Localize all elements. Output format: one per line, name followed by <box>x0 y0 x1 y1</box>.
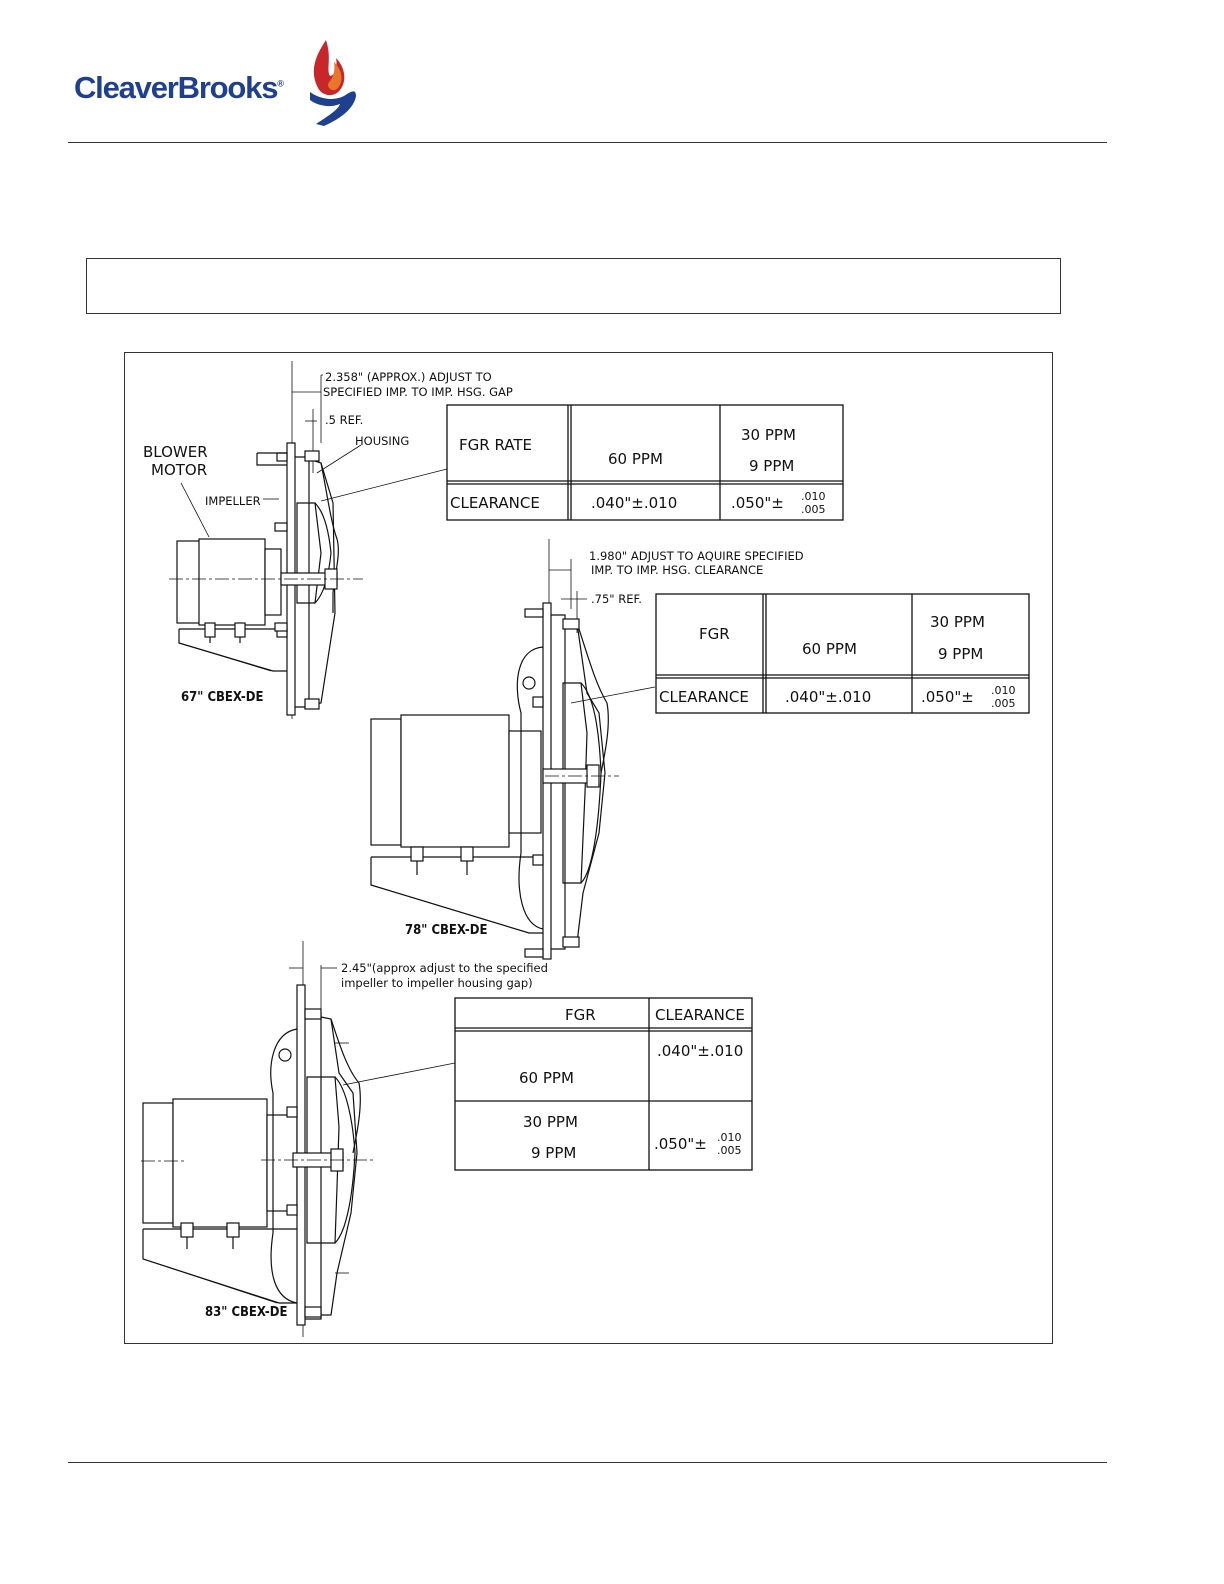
svg-text:67" CBEX-DE: 67" CBEX-DE <box>181 690 263 705</box>
svg-text:.005: .005 <box>991 697 1016 710</box>
svg-text:1.980" ADJUST TO AQUIRE SPECIF: 1.980" ADJUST TO AQUIRE SPECIFIED <box>589 549 804 563</box>
clearance-table-83: FGR CLEARANCE 60 PPM .040"±.010 30 PPM 9… <box>454 997 753 1171</box>
svg-text:BLOWER: BLOWER <box>143 443 208 461</box>
svg-text:FGR: FGR <box>699 625 730 643</box>
impeller-drawings: 2.358" (APPROX.) ADJUST TO SPECIFIED IMP… <box>141 361 1030 1337</box>
svg-text:.040"±.010: .040"±.010 <box>591 494 677 512</box>
clearance-table-78: FGR 60 PPM 30 PPM 9 PPM CLEARANCE .040"±… <box>655 593 1030 714</box>
svg-text:FGR RATE: FGR RATE <box>459 436 532 454</box>
svg-text:30 PPM: 30 PPM <box>523 1113 578 1131</box>
logo-wordmark: CleaverBrooks® <box>74 70 284 105</box>
svg-text:.050"±: .050"± <box>731 494 784 512</box>
svg-text:9 PPM: 9 PPM <box>531 1144 576 1162</box>
svg-text:HOUSING: HOUSING <box>355 434 409 448</box>
svg-text:CLEARANCE: CLEARANCE <box>659 688 749 706</box>
svg-text:.005: .005 <box>801 503 826 516</box>
svg-text:.010: .010 <box>991 684 1016 697</box>
svg-text:.75" REF.: .75" REF. <box>591 592 642 606</box>
footer-rule <box>68 1462 1107 1463</box>
svg-text:IMPELLER: IMPELLER <box>205 494 261 508</box>
svg-text:IMP. TO IMP. HSG. CLEARANCE: IMP. TO IMP. HSG. CLEARANCE <box>591 563 763 577</box>
flame-hand-icon <box>310 40 356 126</box>
svg-text:MOTOR: MOTOR <box>151 461 207 479</box>
svg-text:2.45"(approx adjust to the spe: 2.45"(approx adjust to the specified <box>341 961 548 975</box>
svg-text:9 PPM: 9 PPM <box>938 645 983 663</box>
drawing-83-cbex-de: 2.45"(approx adjust to the specified imp… <box>141 941 753 1337</box>
svg-text:.005: .005 <box>717 1144 742 1157</box>
svg-text:.040"±.010: .040"±.010 <box>785 688 871 706</box>
svg-text:9 PPM: 9 PPM <box>749 457 794 475</box>
svg-text:SPECIFIED IMP. TO IMP. HSG. GA: SPECIFIED IMP. TO IMP. HSG. GAP <box>323 385 513 399</box>
svg-text:.040"±.010: .040"±.010 <box>657 1042 743 1060</box>
svg-text:impeller to impeller housing g: impeller to impeller housing gap) <box>341 976 533 990</box>
svg-text:.050"±: .050"± <box>921 688 974 706</box>
drawing-78-cbex-de: 1.980" ADJUST TO AQUIRE SPECIFIED IMP. T… <box>370 539 1030 960</box>
svg-text:30 PPM: 30 PPM <box>741 426 796 444</box>
impeller-clearance-figure: 2.358" (APPROX.) ADJUST TO SPECIFIED IMP… <box>124 352 1053 1344</box>
svg-text:CLEARANCE: CLEARANCE <box>655 1006 745 1024</box>
svg-text:.050"±: .050"± <box>654 1135 707 1153</box>
svg-text:30 PPM: 30 PPM <box>930 613 985 631</box>
svg-text:60 PPM: 60 PPM <box>802 640 857 658</box>
clearance-table-67: FGR RATE 60 PPM 30 PPM 9 PPM CLEARANCE .… <box>446 404 844 521</box>
drawing-67-cbex-de: 2.358" (APPROX.) ADJUST TO SPECIFIED IMP… <box>143 361 844 719</box>
svg-text:83" CBEX-DE: 83" CBEX-DE <box>205 1305 287 1320</box>
svg-text:FGR: FGR <box>565 1006 596 1024</box>
svg-text:CLEARANCE: CLEARANCE <box>450 494 540 512</box>
svg-text:.010: .010 <box>717 1131 742 1144</box>
header-rule <box>68 142 1107 143</box>
svg-text:60 PPM: 60 PPM <box>519 1069 574 1087</box>
svg-text:60 PPM: 60 PPM <box>608 450 663 468</box>
svg-text:2.358" (APPROX.) ADJUST TO: 2.358" (APPROX.) ADJUST TO <box>325 370 492 384</box>
svg-text:78" CBEX-DE: 78" CBEX-DE <box>405 923 487 938</box>
cleaver-brooks-logo: CleaverBrooks® <box>74 36 364 128</box>
caption-box <box>86 258 1061 314</box>
svg-text:.5 REF.: .5 REF. <box>325 413 363 427</box>
svg-text:.010: .010 <box>801 490 826 503</box>
